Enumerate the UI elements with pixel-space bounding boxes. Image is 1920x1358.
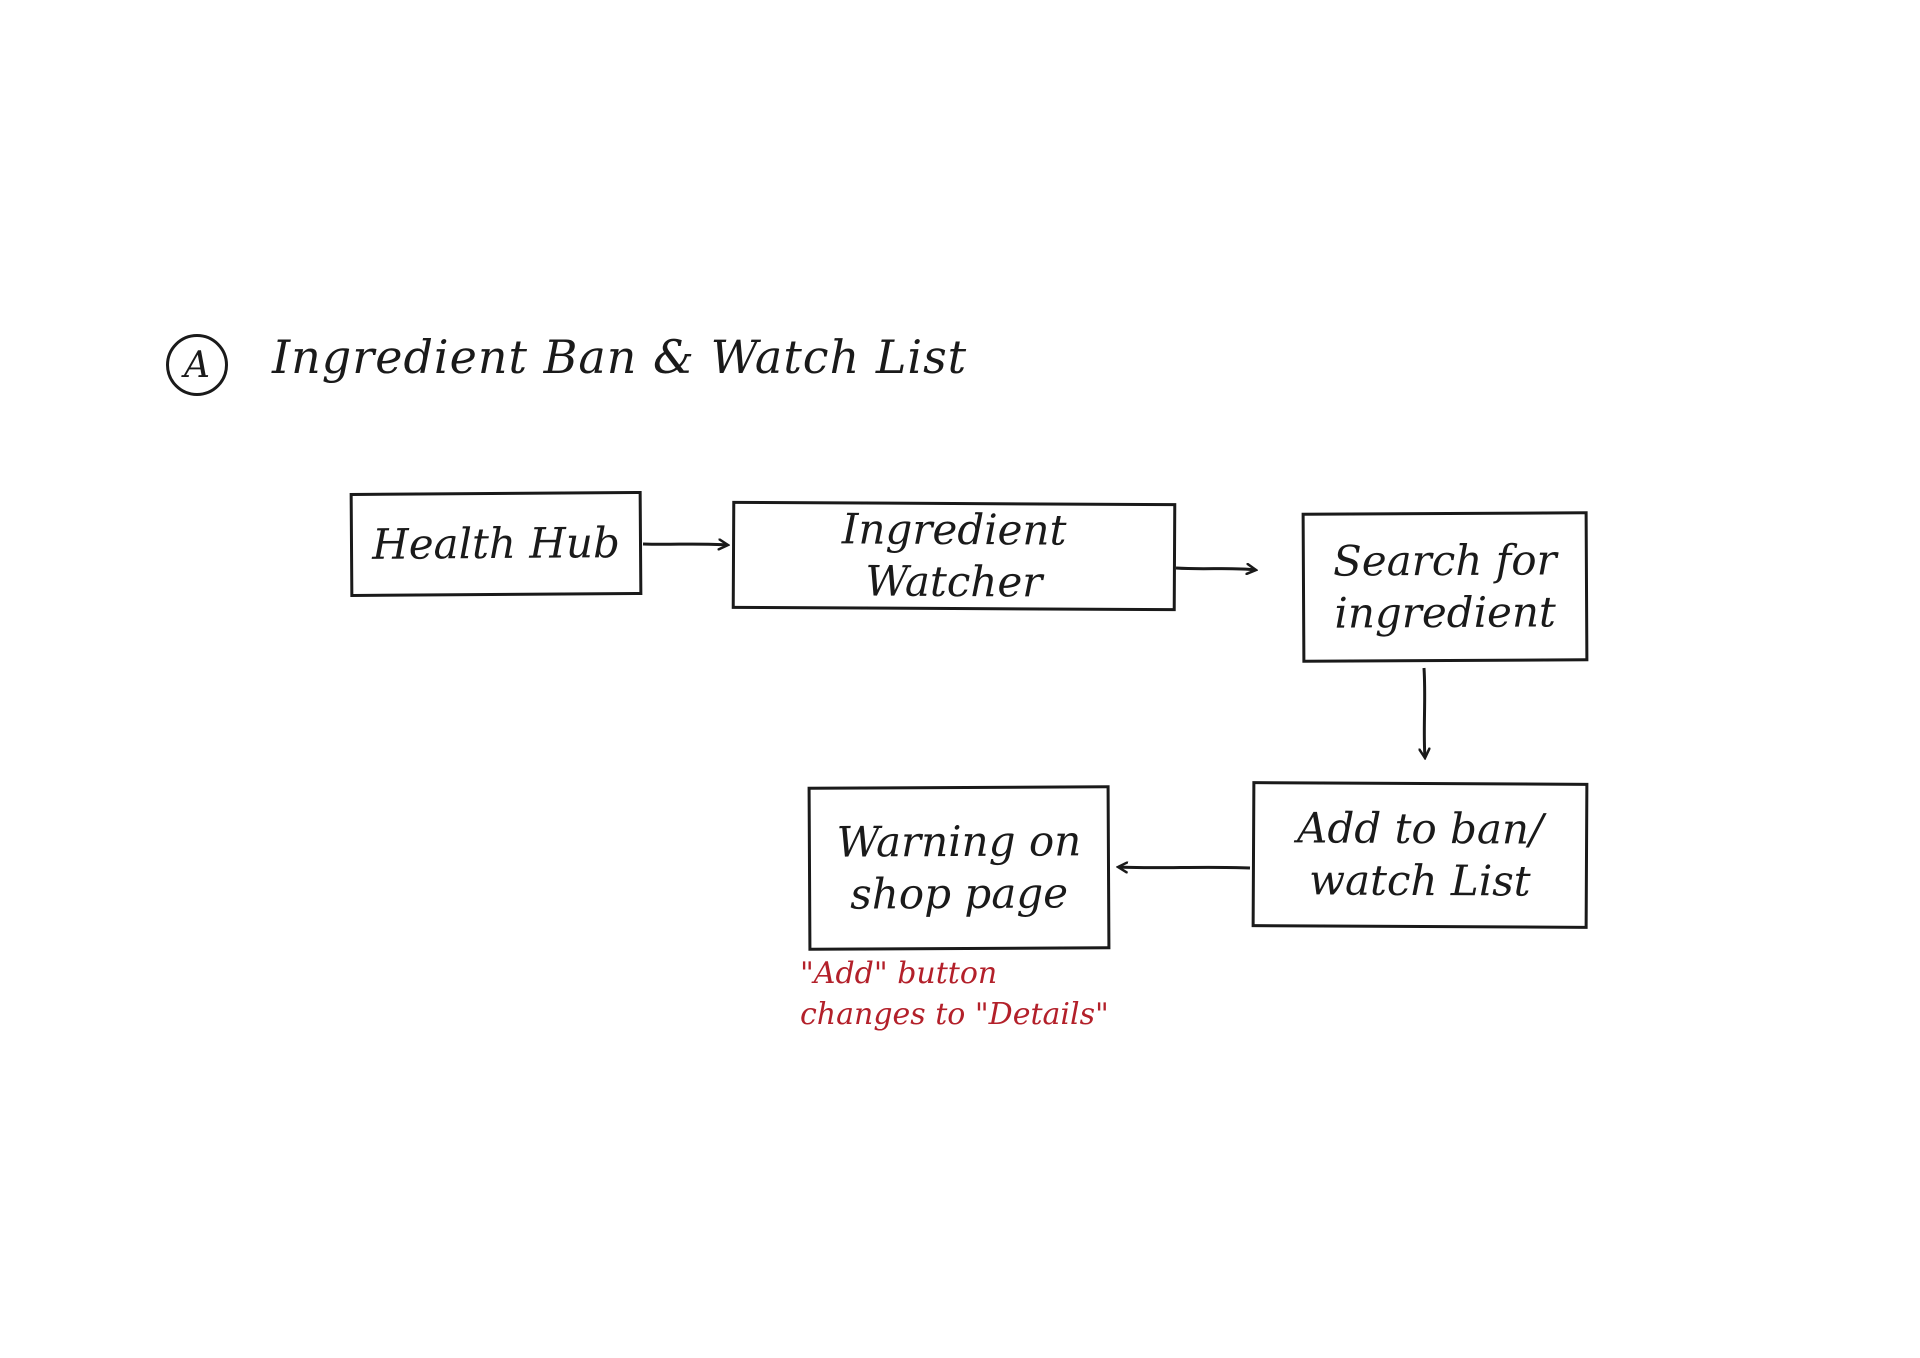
node-search-ingredient-label: Search for ingredient [1332,534,1557,638]
arrow-hub-to-watcher [642,544,728,545]
node-ingredient-watcher: Ingredient Watcher [731,500,1177,612]
diagram-title: Ingredient Ban & Watch List [272,330,968,384]
node-add-to-list-label: Add to ban/ watch List [1296,802,1544,906]
annotation-note: "Add" button changes to "Details" [800,956,1109,1032]
arrow-add-to-warning [1118,867,1251,868]
node-shop-warning: Warning on shop page [807,785,1111,951]
node-ingredient-watcher-label: Ingredient Watcher [841,503,1067,607]
node-health-hub: Health Hub [349,490,643,598]
section-badge: A [166,334,228,396]
arrow-search-to-add [1424,667,1425,758]
node-add-to-list: Add to ban/ watch List [1251,781,1589,929]
node-search-ingredient: Search for ingredient [1301,511,1589,663]
node-shop-warning-label: Warning on shop page [836,815,1082,919]
node-health-hub-label: Health Hub [371,517,621,569]
arrow-watcher-to-search [1175,568,1256,570]
